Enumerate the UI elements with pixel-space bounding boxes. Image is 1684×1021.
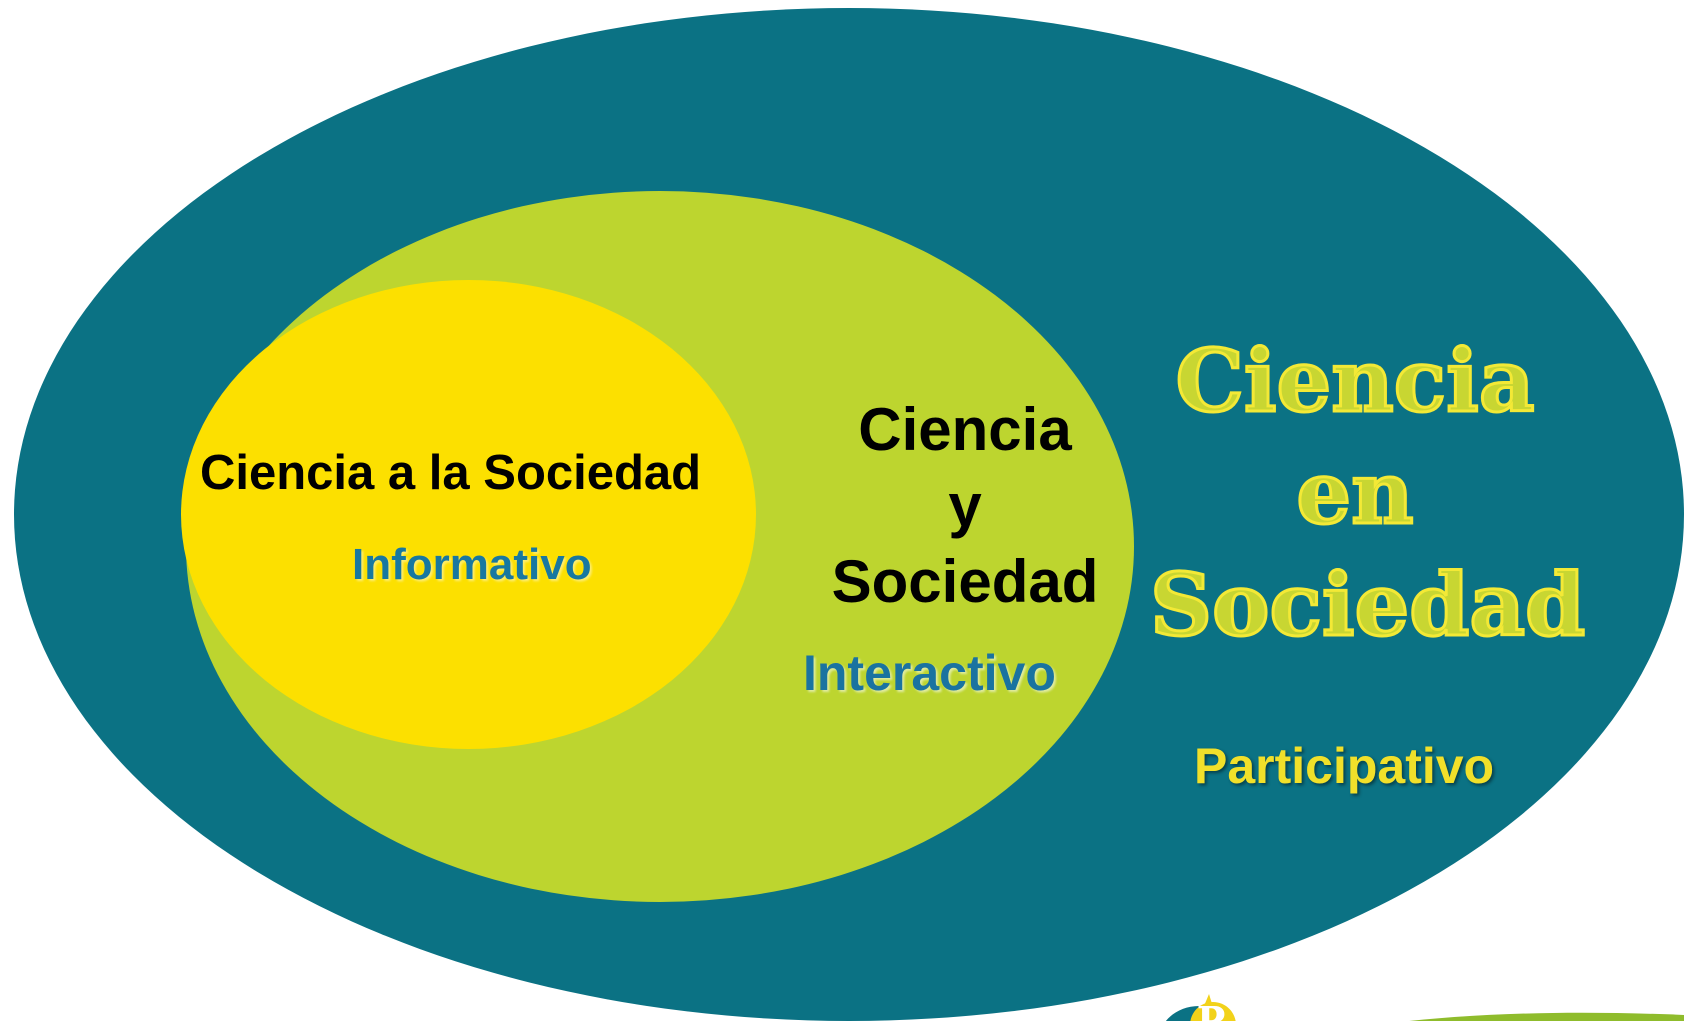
inner-ellipse	[181, 280, 756, 749]
outer-title-line-1: Ciencia	[1174, 330, 1536, 434]
outer-title-line-2: en	[1295, 442, 1415, 546]
middle-title-line-3: Sociedad	[831, 548, 1099, 615]
middle-title-line-2: y	[948, 472, 982, 539]
inner-title: Ciencia a la Sociedad	[200, 446, 702, 500]
logo-green-band	[1409, 1012, 1684, 1021]
logo-partial-icon: P	[1165, 994, 1236, 1021]
svg-text:P: P	[1197, 998, 1226, 1021]
outer-title: Ciencia en Sociedad	[1149, 326, 1587, 662]
middle-title-line-1: Ciencia	[858, 396, 1072, 463]
middle-title: Ciencia y Sociedad	[820, 392, 1110, 620]
middle-mode-label: Interactivo	[803, 645, 1056, 701]
outer-mode-label: Participativo	[1194, 738, 1495, 794]
outer-title-line-3: Sociedad	[1149, 554, 1587, 658]
inner-mode-label: Informativo	[352, 540, 592, 589]
